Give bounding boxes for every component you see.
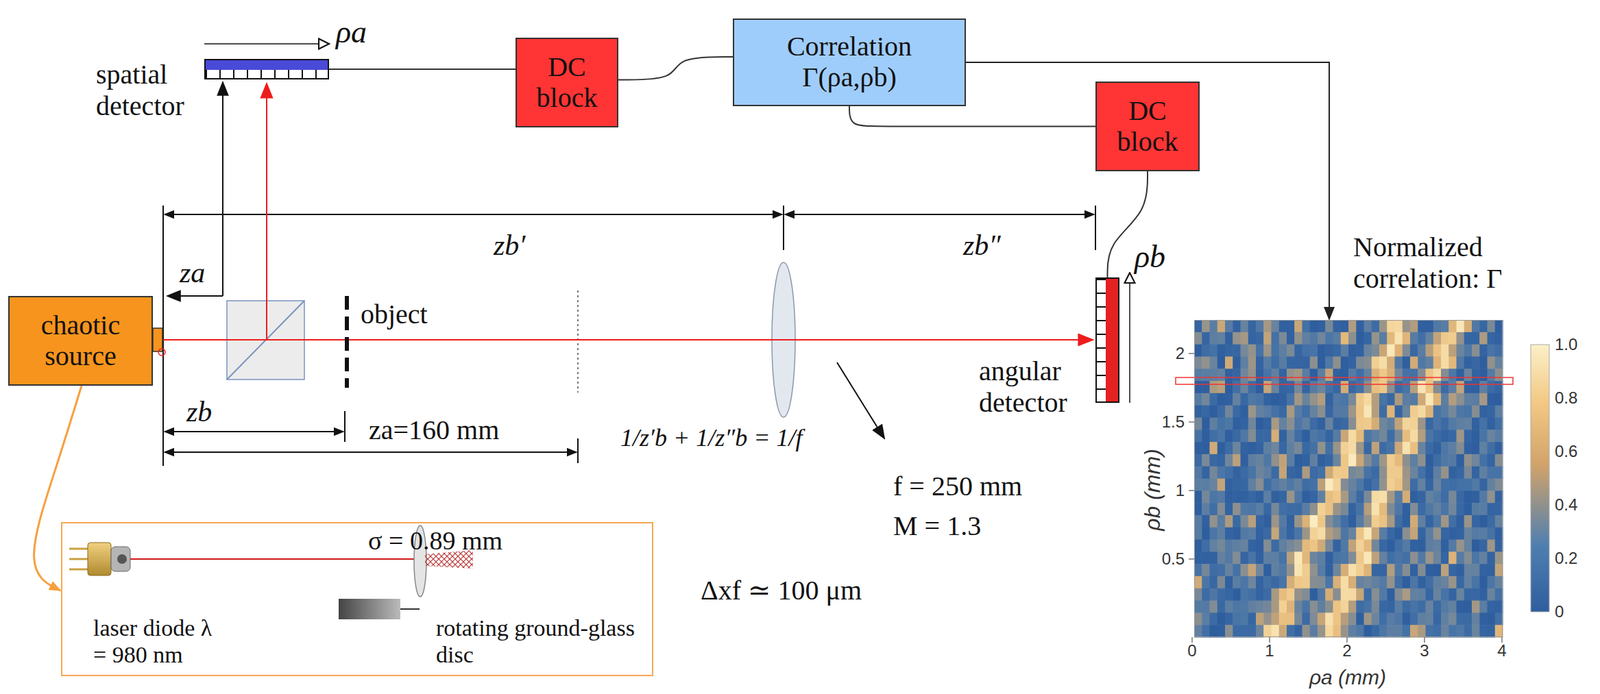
axis-tick-label: 0.2 bbox=[1554, 549, 1578, 568]
axis-tick-label: 1 bbox=[1175, 481, 1185, 500]
annotation-label: ρb bbox=[1134, 239, 1166, 275]
spatial-detector: spatial detector bbox=[204, 58, 330, 80]
annotation-label: object bbox=[360, 299, 428, 330]
annotation-label: 1/z′b + 1/z″b = 1/f bbox=[620, 425, 803, 453]
annotation-label: ρa bbox=[335, 15, 367, 51]
source-inset: σ = 0.89 mm laser diode λ = 980 nm rotatin… bbox=[61, 522, 654, 677]
correlation-box: Correlation Γ(ρa,ρb) bbox=[732, 18, 966, 107]
axis-tick-label: 0 bbox=[1554, 603, 1564, 622]
annotation-label: zb″ bbox=[963, 229, 1001, 262]
chaotic-source: chaotic source bbox=[8, 296, 153, 386]
annotation-label: zb bbox=[186, 396, 212, 428]
axis-tick-label: 2 bbox=[1175, 344, 1185, 363]
dc-block: DC block bbox=[515, 37, 619, 128]
signal-cable bbox=[618, 56, 733, 81]
axis-tick-label: 4 bbox=[1497, 642, 1507, 661]
node-text: DC block bbox=[1102, 95, 1193, 158]
connector-arrow bbox=[34, 385, 82, 591]
annotation-label: M = 1.3 bbox=[893, 511, 981, 542]
node-text: σ = 0.89 mm bbox=[368, 526, 540, 557]
annotation-label: za bbox=[179, 257, 205, 289]
node-text: Normalized correlation: Γ bbox=[1353, 231, 1580, 295]
connector-arrow bbox=[965, 62, 1330, 320]
axis-tick-label: 0 bbox=[1187, 642, 1197, 661]
node-text: angular detector bbox=[978, 355, 1093, 419]
axis-tick-label: 0.6 bbox=[1554, 442, 1578, 461]
correlation-heatmap bbox=[1194, 320, 1504, 639]
signal-cable bbox=[849, 106, 1096, 127]
annotation-label: f = 250 mm bbox=[893, 471, 1023, 502]
node-text: DC block bbox=[522, 52, 612, 114]
axis-tick-label: 0.8 bbox=[1554, 389, 1578, 408]
correlation-plot: Normalized correlation: Γ bbox=[1194, 320, 1503, 638]
axis-title: ρa (mm) bbox=[1309, 666, 1387, 689]
dc-block: DC block bbox=[1095, 81, 1200, 172]
angular-detector: angular detector bbox=[1095, 277, 1120, 404]
axis-tick-label: 0.5 bbox=[1161, 550, 1185, 569]
node-text: laser diode λ = 980 nm bbox=[93, 614, 224, 669]
axis-title: ρb (mm) bbox=[1140, 449, 1165, 532]
axis-tick-label: 0.4 bbox=[1554, 496, 1578, 515]
axis-tick-label: 2 bbox=[1342, 642, 1352, 661]
node-text: Correlation Γ(ρa,ρb) bbox=[739, 31, 960, 94]
axis-tick-label: 1.5 bbox=[1161, 413, 1185, 432]
annotation-label: zb′ bbox=[493, 229, 526, 262]
annotation-label: za=160 mm bbox=[368, 415, 500, 446]
annotation-label: Δxf ≃ 100 μm bbox=[700, 575, 862, 606]
node-text: rotating ground-glass disc bbox=[435, 614, 635, 669]
axis-tick-label: 1.0 bbox=[1554, 335, 1578, 354]
axis-tick-label: 1 bbox=[1264, 642, 1274, 661]
node-text: chaotic source bbox=[15, 310, 147, 373]
signal-cable bbox=[329, 68, 516, 70]
node-text: spatial detector bbox=[95, 58, 199, 123]
axis-tick-label: 3 bbox=[1419, 642, 1429, 661]
